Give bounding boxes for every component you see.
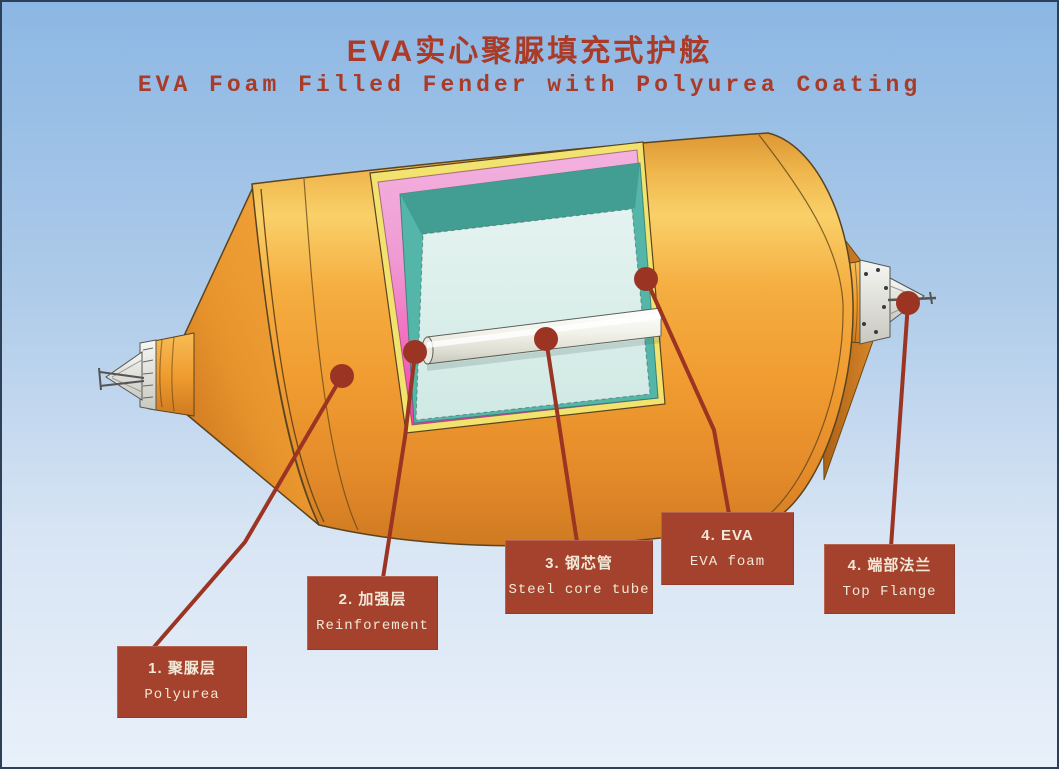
callout-reinforcement-zh: 2. 加强层: [338, 591, 407, 608]
dot-reinforcement: [403, 340, 427, 364]
callout-polyurea-zh: 1. 聚脲层: [148, 660, 216, 677]
title-english: EVA Foam Filled Fender with Polyurea Coa…: [137, 72, 922, 98]
dot-polyurea: [330, 364, 354, 388]
callout-steel-core-tube: 3. 钢芯管 Steel core tube: [505, 540, 653, 614]
callout-top-flange-zh: 4. 端部法兰: [847, 557, 932, 574]
callout-steel-core-tube-en: Steel core tube: [508, 582, 650, 598]
leader-polyurea: [152, 374, 344, 649]
eva-foam-wall-top: [400, 163, 640, 235]
callout-top-flange: 4. 端部法兰 Top Flange: [824, 544, 955, 614]
leader-top-flange: [889, 302, 910, 548]
callout-polyurea: 1. 聚脲层 Polyurea: [117, 646, 247, 718]
callout-eva-foam-zh: 4. EVA: [701, 526, 754, 544]
tube-shadow: [427, 337, 661, 371]
callout-eva-foam-en: EVA foam: [689, 553, 766, 570]
leader-reinforcement: [381, 353, 417, 579]
leader-eva-foam: [644, 278, 731, 515]
callout-polyurea-en: Polyurea: [144, 687, 220, 703]
callout-reinforcement-en: Reinforement: [316, 618, 429, 634]
callout-eva-foam: 4. EVA EVA foam: [661, 512, 794, 585]
left-end-fitting: [98, 332, 195, 417]
callout-leaders: [152, 278, 910, 649]
dot-top-flange: [896, 291, 920, 315]
callout-reinforcement: 2. 加强层 Reinforement: [307, 576, 438, 650]
callout-steel-core-tube-zh: 3. 钢芯管: [545, 555, 613, 572]
callout-dots: [330, 267, 920, 388]
cutaway-section: [369, 141, 666, 434]
callout-top-flange-en: Top Flange: [842, 584, 937, 600]
dot-eva-foam: [634, 267, 658, 291]
title-chinese: EVA实心聚脲填充式护舷: [346, 35, 713, 68]
leader-steel-tube: [544, 338, 579, 543]
dot-steel-tube: [534, 327, 558, 351]
